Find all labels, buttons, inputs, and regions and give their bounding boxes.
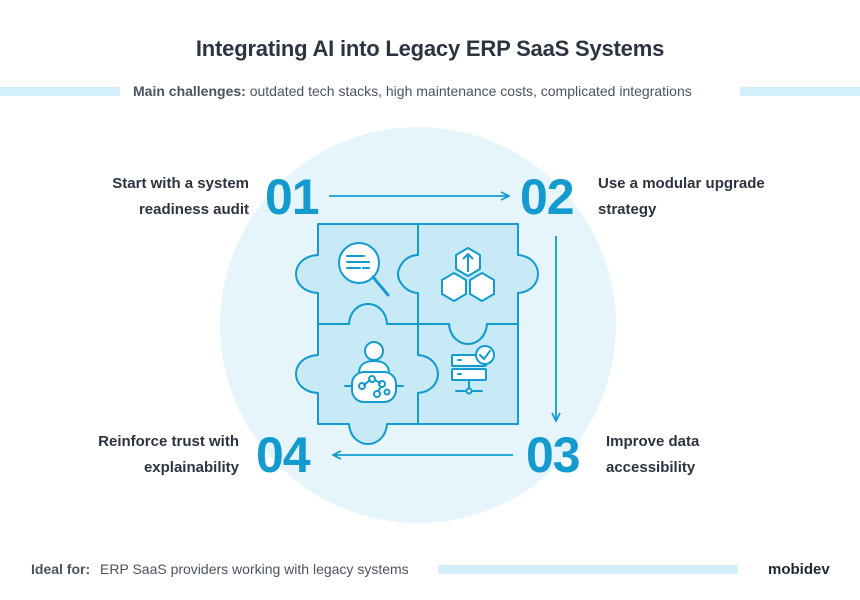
footer-line: Ideal for: ERP SaaS providers working wi… — [31, 561, 409, 577]
step-04-number: 04 — [256, 427, 311, 483]
step-01-line1: Start with a system — [112, 175, 249, 192]
step-03-label: Improve data accessibility — [606, 429, 806, 481]
challenges-text: outdated tech stacks, high maintenance c… — [249, 83, 692, 99]
mobidev-logo: mobidev — [768, 561, 830, 578]
step-03-number: 03 — [526, 427, 581, 483]
step-02-number: 02 — [520, 169, 575, 225]
person-neural-icon — [344, 341, 404, 403]
step-03-line1: Improve data — [606, 433, 700, 450]
footer-bar — [438, 565, 738, 574]
step-04-label: Reinforce trust with explainability — [40, 429, 239, 481]
header-bar-left — [0, 87, 120, 96]
magnifier-document-icon — [338, 242, 390, 297]
server-check-icon — [451, 345, 495, 395]
challenges-label: Main challenges: — [133, 83, 246, 99]
step-02-line2: strategy — [598, 201, 657, 218]
page-title: Integrating AI into Legacy ERP SaaS Syst… — [195, 36, 665, 61]
challenges-line: Main challenges: outdated tech stacks, h… — [133, 83, 692, 99]
step-01-number: 01 — [265, 169, 320, 225]
step-02-line1: Use a modular upgrade — [598, 175, 765, 192]
header-bar-right — [740, 87, 860, 96]
step-04-line2: explainability — [143, 459, 239, 476]
step-01-line2: readiness audit — [138, 201, 249, 218]
step-01-label: Start with a system readiness audit — [60, 171, 249, 223]
footer-label: Ideal for: — [31, 561, 91, 577]
footer-text: ERP SaaS providers working with legacy s… — [100, 561, 409, 577]
step-02-label: Use a modular upgrade strategy — [598, 171, 818, 223]
modular-cubes-icon — [441, 247, 495, 302]
step-03-line2: accessibility — [606, 459, 696, 476]
step-04-line1: Reinforce trust with — [98, 433, 239, 450]
